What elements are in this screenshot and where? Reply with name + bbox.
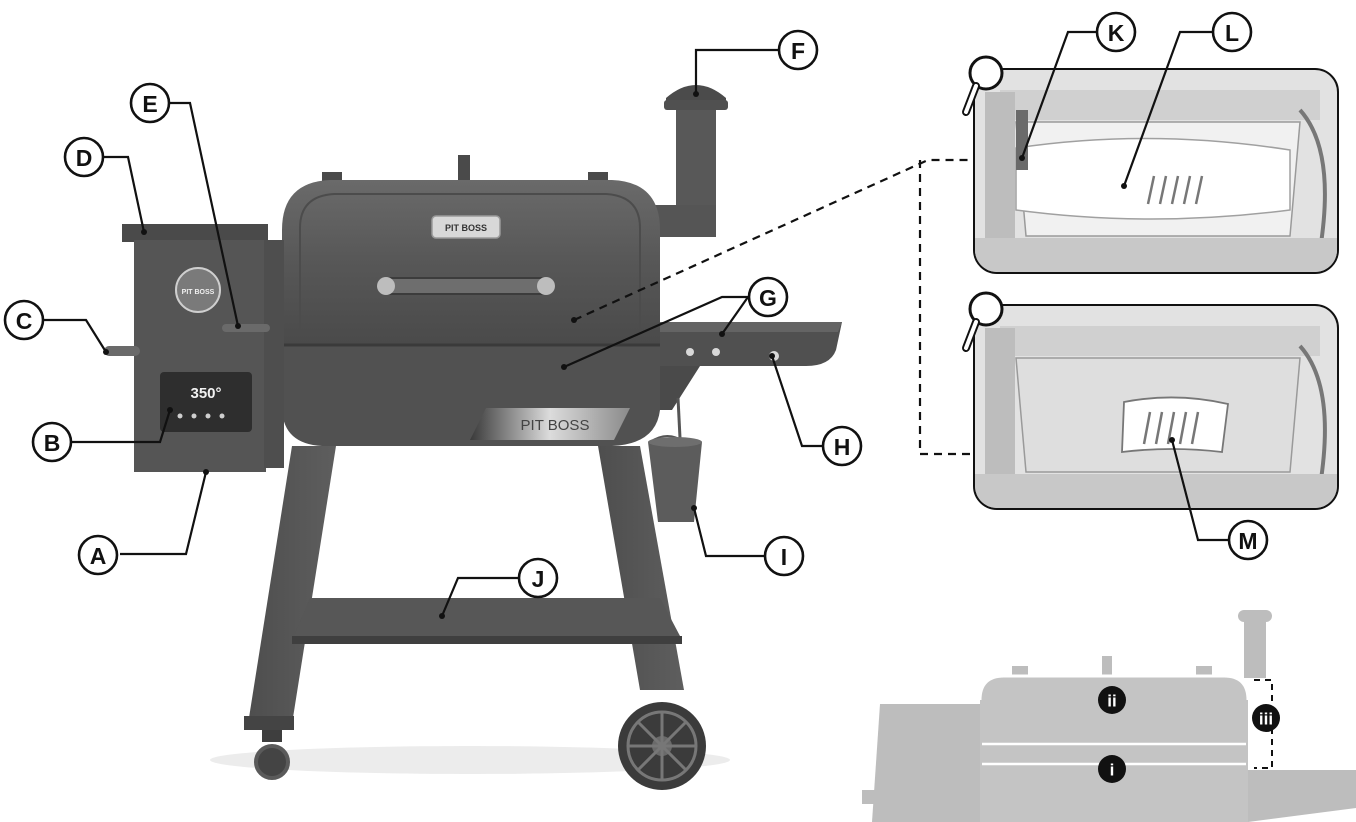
callout-letter: J (532, 566, 545, 592)
callout-letter: M (1238, 528, 1257, 554)
callout-letter: K (1108, 20, 1125, 46)
callout-labels: A B C D E F G H I J K L M (3, 11, 1269, 599)
callout-i: I (763, 535, 805, 577)
callout-circle (1227, 519, 1269, 561)
callout-d: D (63, 136, 105, 178)
callout-letter: B (44, 430, 61, 456)
callout-letter: I (781, 544, 787, 570)
control-panel (160, 372, 252, 432)
barrel-lid (282, 180, 660, 345)
rack-level-label: iii (1259, 710, 1273, 729)
lid-brand-text: PIT BOSS (445, 223, 487, 233)
controller-display: 350° (190, 385, 221, 402)
callout-circle (517, 557, 559, 599)
callout-letter: H (834, 434, 851, 460)
rack-level-silhouette (862, 610, 1356, 822)
callout-letter: E (142, 91, 157, 117)
callout-a: A (77, 534, 119, 576)
callout-l: L (1211, 11, 1253, 53)
callout-circle (31, 421, 73, 463)
callout-circle (777, 29, 819, 71)
callout-g: G (747, 276, 789, 318)
callout-circle (821, 425, 863, 467)
callout-m: M (1227, 519, 1269, 561)
caster-wheel (254, 730, 290, 780)
front-brand-plate: PIT BOSS (470, 408, 630, 440)
inset-heat-baffle-installed (962, 291, 1339, 510)
thermometer-stem (458, 155, 470, 183)
rack-level-i: i (1098, 755, 1126, 783)
callout-circle (1211, 11, 1253, 53)
callout-letter: D (76, 145, 93, 171)
magnifier-icon (962, 55, 1004, 116)
rack-level-label: i (1110, 761, 1115, 780)
callout-circle (3, 299, 45, 341)
callout-j: J (517, 557, 559, 599)
front-brand-text: PIT BOSS (521, 417, 590, 434)
callout-letter: C (16, 308, 33, 334)
callout-circle (63, 136, 105, 178)
rack-level-ii: ii (1098, 686, 1126, 714)
rack-level-badge (1098, 686, 1126, 714)
callout-e: E (129, 82, 171, 124)
floor-shadow (210, 746, 730, 774)
pellet-grill: PIT BOSS PIT BOSS PIT BOSS (104, 85, 842, 790)
callout-f: F (777, 29, 819, 71)
lid-handle (377, 277, 555, 295)
callout-b: B (31, 421, 73, 463)
grease-bucket (648, 397, 702, 522)
bottom-shelf (292, 598, 682, 644)
large-wheel (618, 702, 706, 790)
callout-circle (763, 535, 805, 577)
callout-letter: L (1225, 20, 1239, 46)
pellet-hopper: PIT BOSS 350° (104, 224, 284, 472)
rack-level-badge (1098, 755, 1126, 783)
callout-leaders (44, 48, 975, 619)
callout-letter: A (90, 543, 107, 569)
rack-level-label: ii (1107, 692, 1116, 711)
hopper-brand-text: PIT BOSS (182, 289, 215, 296)
callout-circle (77, 534, 119, 576)
callout-circle (129, 82, 171, 124)
inset-heat-baffle-removed (962, 55, 1339, 274)
grill-legs (244, 446, 684, 730)
callout-letter: F (791, 38, 805, 64)
callout-letter: G (759, 285, 777, 311)
magnifier-icon (962, 291, 1004, 352)
callout-circle (1095, 11, 1137, 53)
smokestack (650, 85, 728, 237)
callout-circle (747, 276, 789, 318)
lid-brand-badge: PIT BOSS (431, 215, 501, 239)
rack-level-iii: iii (1252, 704, 1280, 732)
rack-level-badge (1252, 704, 1280, 732)
callout-c: C (3, 299, 45, 341)
callout-k: K (1095, 11, 1137, 53)
callout-h: H (821, 425, 863, 467)
side-shelf (660, 322, 842, 410)
